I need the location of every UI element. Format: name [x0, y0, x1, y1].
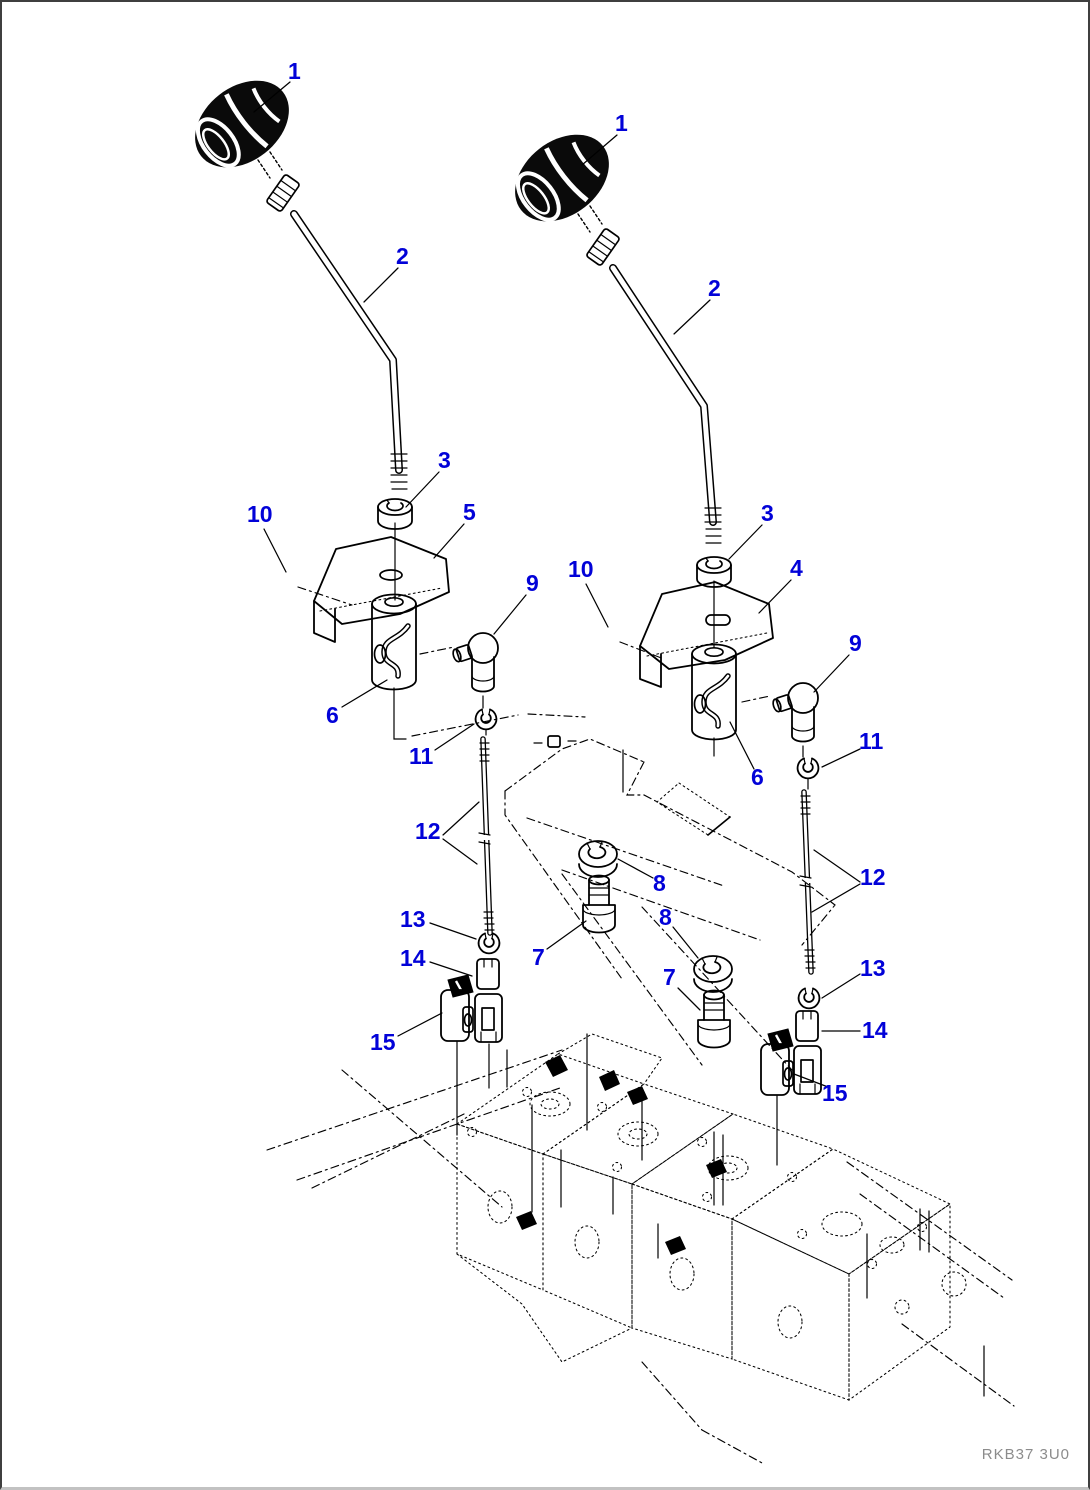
callout-link-right: 14	[862, 1017, 888, 1043]
callout-clamp-left: 15	[370, 1029, 396, 1055]
callout-rod-left: 12	[415, 818, 441, 844]
callout-bracket-left: 5	[463, 499, 476, 525]
callout-knob-right: 1	[615, 110, 628, 136]
callout-leader-lines	[253, 81, 861, 1088]
callout-nut-right: 3	[761, 500, 774, 526]
callout-bolt-right: 10	[568, 556, 594, 582]
callout-rod-right: 12	[860, 864, 886, 890]
drawing-code: RKB37 3U0	[981, 1446, 1070, 1463]
phantom-mounting-plate	[504, 735, 836, 1071]
callout-link-left: 14	[400, 945, 426, 971]
right-lever-assembly	[498, 117, 822, 1166]
callout-locknut-right: 11	[859, 728, 884, 754]
callout-bushing-upper: 7	[532, 944, 545, 970]
callout-bolt-left: 10	[247, 501, 273, 527]
valve-bank	[266, 1033, 1015, 1465]
callout-grommet-upper: 8	[653, 870, 666, 896]
callout-ball-joint-left: 9	[526, 570, 539, 596]
callout-locknut-left: 11	[409, 743, 434, 769]
callout-joint-right: 6	[751, 764, 764, 790]
callout-ball-joint-right: 9	[849, 630, 862, 656]
callout-lever-left: 2	[396, 243, 409, 269]
callout-clamp-right: 15	[822, 1080, 848, 1106]
callout-clip-left: 13	[400, 906, 426, 932]
left-lever-assembly	[178, 63, 586, 1136]
callout-bracket-right: 4	[790, 555, 803, 581]
callout-clip-right: 13	[860, 955, 886, 981]
callout-lever-right: 2	[708, 275, 721, 301]
callout-nut-left: 3	[438, 447, 451, 473]
callout-bushing-lower: 7	[663, 964, 676, 990]
callout-grommet-lower: 8	[659, 904, 672, 930]
callout-knob-left: 1	[288, 58, 301, 84]
callout-joint-left: 6	[326, 702, 339, 728]
